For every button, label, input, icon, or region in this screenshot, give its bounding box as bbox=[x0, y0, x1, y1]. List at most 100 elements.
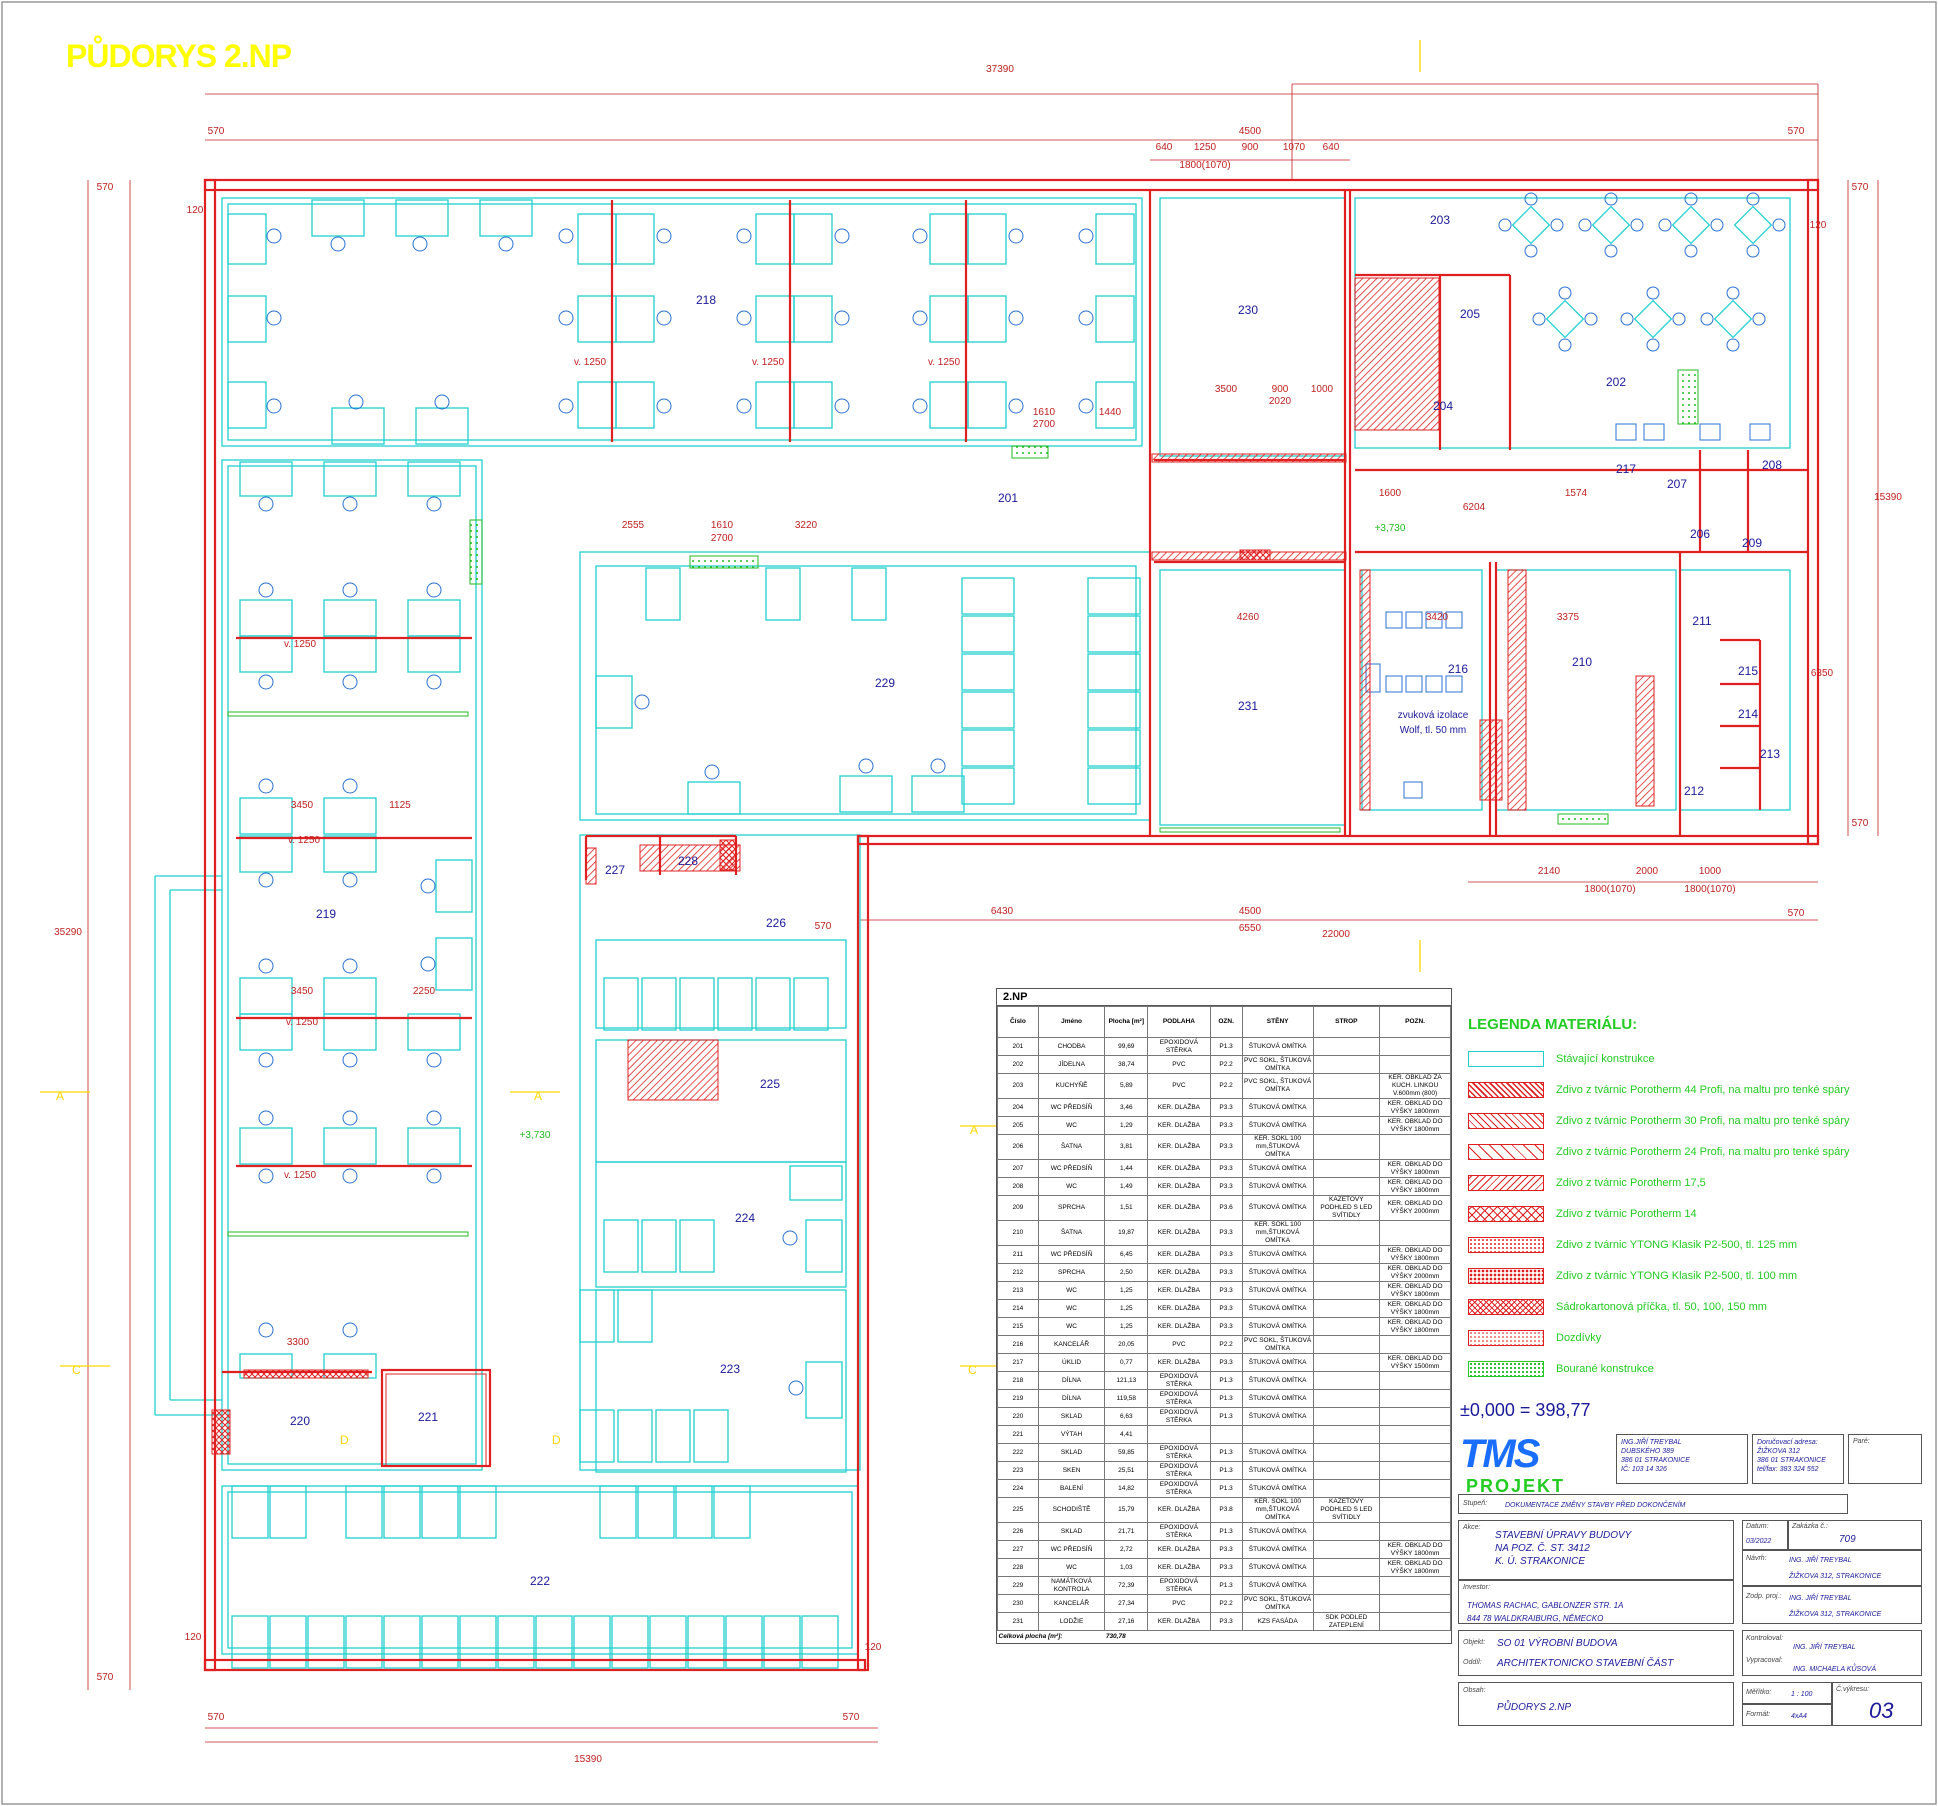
dimension-text: 22000 bbox=[1322, 929, 1350, 940]
dimension-text: 120 bbox=[187, 205, 204, 216]
dimension-text: Wolf, tl. 50 mm bbox=[1400, 725, 1467, 736]
table-cell bbox=[1312, 1220, 1381, 1246]
table-cell: ÚKLID bbox=[1037, 1353, 1106, 1372]
table-cell: PVC SOKL, ŠTUKOVÁ OMÍTKA bbox=[1241, 1055, 1314, 1074]
table-cell: P3.3 bbox=[1209, 1540, 1243, 1559]
legend-swatch bbox=[1468, 1143, 1544, 1160]
table-cell bbox=[1312, 1245, 1381, 1264]
table-cell: 19,87 bbox=[1104, 1220, 1149, 1246]
table-cell: 119,58 bbox=[1104, 1389, 1149, 1408]
legend-swatch bbox=[1468, 1298, 1544, 1315]
pare-box: Paré: bbox=[1848, 1434, 1922, 1484]
room-number-215: 215 bbox=[1738, 664, 1758, 678]
table-cell: P1.3 bbox=[1209, 1576, 1243, 1595]
legend-item: Zdivo z tvárnic YTONG Klasik P2-500, tl.… bbox=[1468, 1260, 1908, 1291]
dimension-text: 640 bbox=[1323, 142, 1340, 153]
room-number-226: 226 bbox=[766, 916, 786, 930]
table-cell: KER. OBKLAD DO VÝŠKY 1800mm bbox=[1379, 1098, 1451, 1117]
svg-text:A: A bbox=[970, 1123, 978, 1137]
legend-swatch bbox=[1468, 1205, 1544, 1222]
room-number-211: 211 bbox=[1692, 614, 1711, 628]
table-cell: P3.3 bbox=[1209, 1317, 1243, 1336]
table-cell bbox=[1379, 1497, 1451, 1523]
dimension-text: v. 1250 bbox=[752, 357, 784, 368]
dimension-text: 2250 bbox=[413, 986, 436, 997]
table-cell: KER. OBKLAD DO VÝŠKY 1800mm bbox=[1379, 1281, 1451, 1300]
table-cell bbox=[1379, 1220, 1451, 1246]
schedule-header-cell: Jméno bbox=[1037, 1006, 1106, 1038]
table-cell: P1.3 bbox=[1209, 1461, 1243, 1480]
table-cell: 14,82 bbox=[1104, 1479, 1149, 1498]
table-cell: NAMÁTKOVÁ KONTROLA bbox=[1037, 1576, 1106, 1595]
table-cell: EPOXIDOVÁ STĚRKA bbox=[1147, 1371, 1211, 1390]
table-cell: KER. OBKLAD DO VÝŠKY 1800mm bbox=[1379, 1299, 1451, 1318]
dimension-text: 3375 bbox=[1557, 612, 1580, 623]
table-cell: 220 bbox=[997, 1407, 1039, 1426]
dimension-text: 1610 bbox=[1033, 407, 1056, 418]
table-cell bbox=[1379, 1594, 1451, 1613]
table-cell: 222 bbox=[997, 1443, 1039, 1462]
table-cell bbox=[1379, 1522, 1451, 1541]
room-number-222: 222 bbox=[530, 1574, 550, 1588]
dimension-text: 900 bbox=[1242, 142, 1259, 153]
table-cell: ŠTUKOVÁ OMÍTKA bbox=[1241, 1407, 1314, 1426]
table-cell: CHODBA bbox=[1037, 1037, 1106, 1056]
table-cell: 1,25 bbox=[1104, 1299, 1149, 1318]
order-label: Zakázka č.: bbox=[1792, 1523, 1828, 1530]
table-cell: KER. DLAŽBA bbox=[1147, 1497, 1211, 1523]
table-cell: 223 bbox=[997, 1461, 1039, 1480]
dimension-text: 1574 bbox=[1565, 488, 1588, 499]
dimension-text: 570 bbox=[815, 921, 832, 932]
dimension-text: v. 1250 bbox=[284, 639, 316, 650]
table-cell: WC bbox=[1037, 1317, 1106, 1336]
table-cell: WC bbox=[1037, 1281, 1106, 1300]
table-cell bbox=[1312, 1576, 1381, 1595]
dimension-text: 15390 bbox=[1874, 492, 1902, 503]
table-cell: 1,29 bbox=[1104, 1116, 1149, 1135]
table-cell: WC PŘEDSÍŇ bbox=[1037, 1245, 1106, 1264]
legend-label: Dozdívky bbox=[1556, 1331, 1602, 1344]
room-number-223: 223 bbox=[720, 1362, 740, 1376]
table-cell: KER. OBKLAD DO VÝŠKY 1800mm bbox=[1379, 1317, 1451, 1336]
dimension-lines bbox=[87, 83, 1879, 1743]
table-cell: 21,71 bbox=[1104, 1522, 1149, 1541]
table-cell: ŠTUKOVÁ OMÍTKA bbox=[1241, 1281, 1314, 1300]
dimension-text: 4500 bbox=[1239, 126, 1262, 137]
table-cell: 217 bbox=[997, 1353, 1039, 1372]
table-cell: KER. DLAŽBA bbox=[1147, 1177, 1211, 1196]
table-cell bbox=[1312, 1443, 1381, 1462]
dimension-text: 1800(1070) bbox=[1584, 884, 1635, 895]
room-number-208: 208 bbox=[1762, 458, 1782, 472]
table-cell bbox=[1241, 1425, 1314, 1444]
legend-item: Zdivo z tvárnic Porotherm 17,5 bbox=[1468, 1167, 1908, 1198]
legend-swatch bbox=[1468, 1112, 1544, 1129]
table-cell: 2,72 bbox=[1104, 1540, 1149, 1559]
table-cell: KER. DLAŽBA bbox=[1147, 1134, 1211, 1160]
legend-label: Zdivo z tvárnic YTONG Klasik P2-500, tl.… bbox=[1556, 1269, 1798, 1282]
room-number-227: 227 bbox=[605, 863, 625, 877]
dimension-text: 120 bbox=[1810, 220, 1827, 231]
investor-label: Investor: bbox=[1463, 1584, 1490, 1591]
table-cell: ŠTUKOVÁ OMÍTKA bbox=[1241, 1263, 1314, 1282]
schedule-total-label: Celková plocha [m²]: bbox=[998, 1633, 1063, 1640]
room-number-219: 219 bbox=[316, 907, 336, 921]
table-cell: P1.3 bbox=[1209, 1479, 1243, 1498]
table-cell: ŠTUKOVÁ OMÍTKA bbox=[1241, 1098, 1314, 1117]
table-cell: PVC bbox=[1147, 1335, 1211, 1354]
dimension-text: 570 bbox=[97, 182, 114, 193]
table-cell: KER. OBKLAD DO VÝŠKY 1800mm bbox=[1379, 1116, 1451, 1135]
dimension-text: 15390 bbox=[574, 1754, 602, 1765]
table-cell: 219 bbox=[997, 1389, 1039, 1408]
legend-label: Zdivo z tvárnic Porotherm 17,5 bbox=[1556, 1176, 1706, 1189]
legend-item: Zdivo z tvárnic Porotherm 44 Profi, na m… bbox=[1468, 1074, 1908, 1105]
dimension-text: 1125 bbox=[389, 800, 411, 811]
